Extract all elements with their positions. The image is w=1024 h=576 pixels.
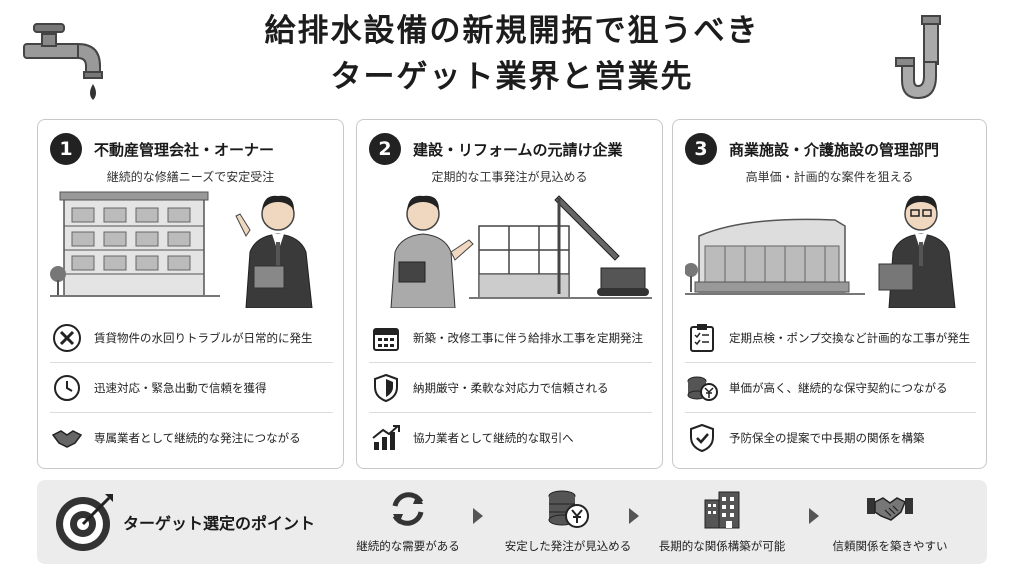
card-header: 2 建設・リフォームの元請け企業 [369, 132, 654, 166]
growth-chart-icon [369, 421, 403, 455]
chevron-right-icon [473, 508, 483, 524]
feature-text: 迅速対応・緊急出動で信頼を獲得 [94, 380, 267, 395]
point-item: 安定した発注が見込める [493, 486, 643, 562]
card-number-badge: 3 [685, 133, 717, 165]
feature-text: 定期点検・ポンプ交換など計画的な工事が発生 [729, 330, 971, 345]
feature-text: 単価が高く、継続的な保守契約につながる [729, 380, 948, 395]
card-title: 建設・リフォームの元請け企業 [413, 140, 623, 159]
handshake-icon [867, 486, 913, 532]
shield-icon [369, 371, 403, 405]
handshake-icon [50, 421, 84, 455]
building-icon [699, 486, 745, 532]
card-number-badge: 1 [50, 133, 82, 165]
page-title-line-2: ターゲット業界と営業先 [330, 59, 694, 95]
card-title: 商業施設・介護施設の管理部門 [729, 140, 940, 159]
feature-item: 迅速対応・緊急出動で信頼を獲得 [50, 363, 333, 413]
feature-item: 協力業者として継続的な取引へ [369, 413, 652, 463]
feature-text: 賃貸物件の水回りトラブルが日常的に発生 [94, 330, 313, 345]
point-label: 安定した発注が見込める [504, 539, 632, 553]
yen-coins-icon [685, 371, 719, 405]
point-label: 継続的な需要がある [356, 539, 460, 553]
feature-item: 賃貸物件の水回りトラブルが日常的に発生 [50, 313, 333, 363]
card-real-estate: 1 不動産管理会社・オーナー 継続的な修繕ニーズで安定受注 [37, 119, 344, 469]
feature-text: 専属業者として継続的な発注につながる [94, 431, 301, 445]
apartment-and-manager-illustration [50, 191, 313, 308]
feature-item: 新築・改修工事に伴う給排水工事を定期発注 [369, 313, 652, 363]
target-icon [56, 494, 113, 551]
points-title: ターゲット選定のポイント [123, 514, 316, 533]
chevron-right-icon [629, 508, 639, 524]
card-subtitle: 継続的な修繕ニーズで安定受注 [106, 170, 275, 184]
clock-icon [50, 371, 84, 405]
shield-check-icon [685, 421, 719, 455]
tools-icon [50, 321, 84, 355]
feature-text: 協力業者として継続的な取引へ [413, 431, 574, 445]
card-construction: 2 建設・リフォームの元請け企業 定期的な工事発注が見込める [356, 119, 663, 469]
feature-text: 納期厳守・柔軟な対応力で信頼される [413, 380, 609, 395]
faucet-icon [23, 23, 103, 100]
feature-item: 納期厳守・柔軟な対応力で信頼される [369, 363, 652, 413]
pipe-icon [895, 15, 941, 100]
card-title: 不動産管理会社・オーナー [94, 140, 275, 159]
feature-text: 予防保全の提案で中長期の関係を構築 [729, 431, 925, 445]
yen-stack-icon [545, 486, 591, 532]
feature-item: 予防保全の提案で中長期の関係を構築 [685, 413, 976, 463]
feature-item: 単価が高く、継続的な保守契約につながる [685, 363, 976, 413]
card-subtitle: 定期的な工事発注が見込める [431, 170, 588, 184]
worker-and-construction-site-illustration [390, 195, 652, 308]
point-item: 継続的な需要がある [333, 486, 483, 562]
card-subtitle: 高単価・計画的な案件を狙える [745, 170, 914, 184]
point-item: 長期的な関係構築が可能 [647, 486, 797, 562]
page-title-line-1: 給排水設備の新規開拓で狙うべき [264, 13, 760, 49]
cycle-icon [385, 486, 431, 532]
card-header: 3 商業施設・介護施設の管理部門 [685, 132, 978, 166]
card-number-badge: 2 [369, 133, 401, 165]
card-commercial-facility: 3 商業施設・介護施設の管理部門 高単価・計画的な案件を狙える 定期点検・ポンプ… [672, 119, 987, 469]
feature-item: 定期点検・ポンプ交換など計画的な工事が発生 [685, 313, 976, 363]
card-header: 1 不動産管理会社・オーナー [50, 132, 335, 166]
facility-and-manager-illustration [685, 195, 956, 308]
feature-text: 新築・改修工事に伴う給排水工事を定期発注 [413, 330, 643, 345]
chevron-right-icon [809, 508, 819, 524]
point-label: 長期的な関係構築が可能 [658, 539, 786, 553]
point-label: 信頼関係を築きやすい [832, 539, 948, 553]
calendar-icon [369, 321, 403, 355]
feature-item: 専属業者として継続的な発注につながる [50, 413, 333, 463]
point-item: 信頼関係を築きやすい [815, 486, 965, 562]
target-cards: 1 不動産管理会社・オーナー 継続的な修繕ニーズで安定受注 [37, 119, 987, 469]
page-title: 給排水設備の新規開拓で狙うべき ターゲット業界と営業先 [0, 8, 1024, 100]
checklist-icon [685, 321, 719, 355]
selection-points-bar: ターゲット選定のポイント 継続的な需要がある 安定した発注が見込める 長期的な関… [37, 480, 987, 564]
